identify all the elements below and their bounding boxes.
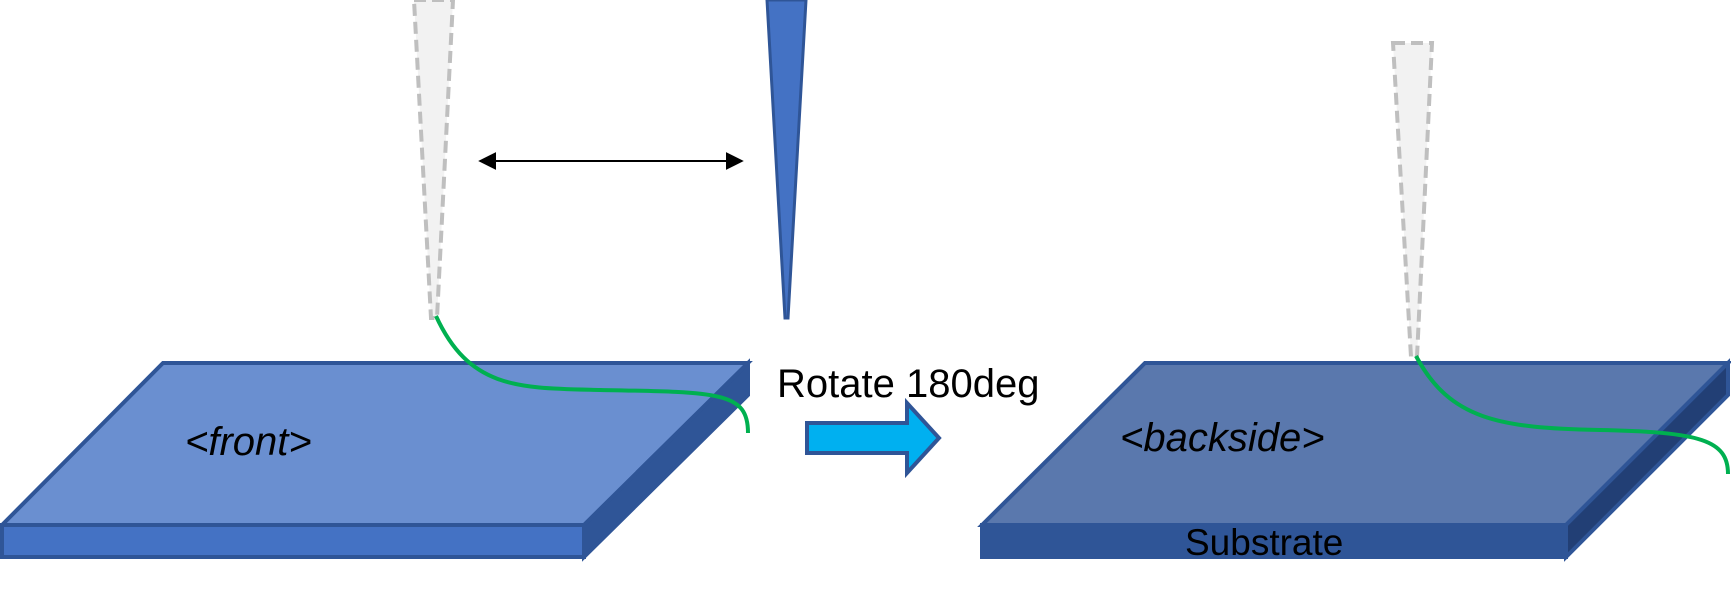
back-substrate xyxy=(977,358,1731,562)
ghost-probe-left xyxy=(411,0,456,320)
rotate-arrow xyxy=(805,397,942,479)
front-substrate-edge xyxy=(582,358,750,562)
front-label: <front> xyxy=(185,420,312,464)
front-substrate xyxy=(0,358,753,562)
rotate-label: Rotate 180deg xyxy=(777,362,1039,406)
backside-label: <backside> xyxy=(1120,416,1325,460)
back-substrate-edge xyxy=(1564,358,1730,562)
fiber-left xyxy=(434,315,750,434)
fiber-right xyxy=(1414,355,1730,475)
blue-probe xyxy=(765,0,808,320)
substrate-label: Substrate xyxy=(1185,522,1343,563)
front-substrate-side xyxy=(0,523,586,559)
ghost-probe-right xyxy=(1390,41,1435,359)
